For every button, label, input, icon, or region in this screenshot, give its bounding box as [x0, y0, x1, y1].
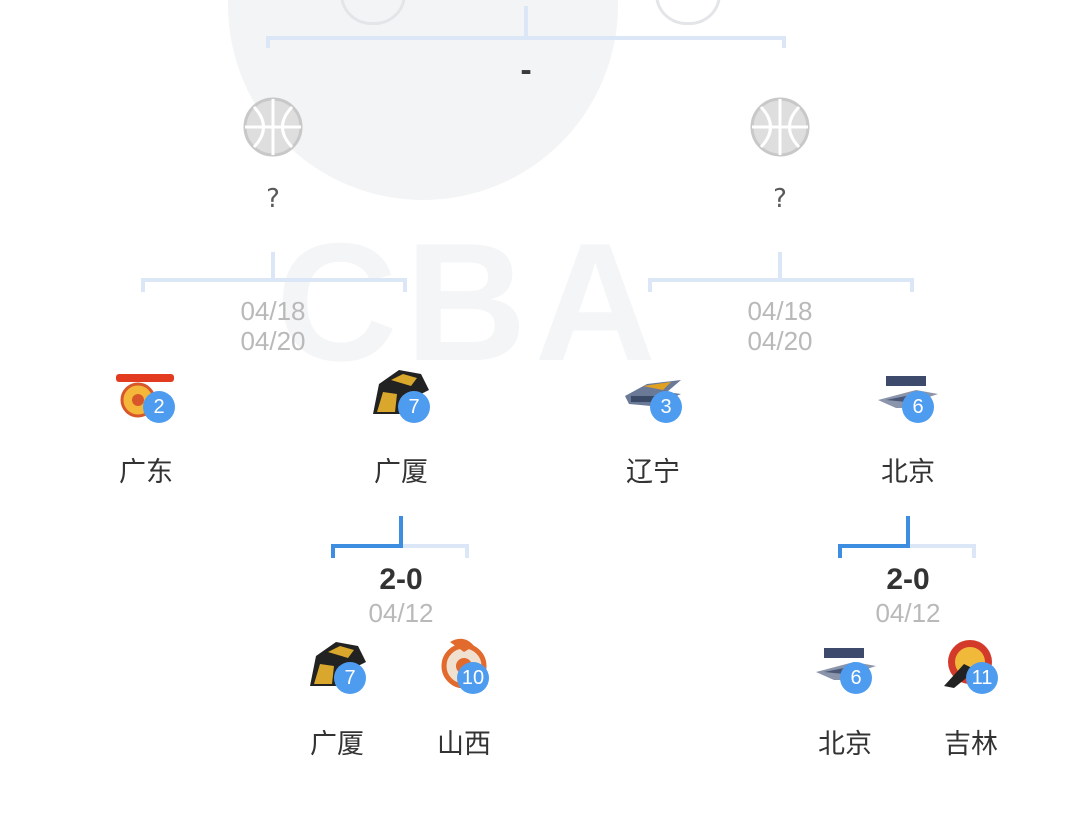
team-name: 山西: [437, 729, 491, 760]
seed-badge: 6: [902, 391, 934, 423]
team-name: 北京: [818, 729, 872, 760]
guangsha-lion-logo-icon: [310, 642, 366, 686]
team-name: 广东: [119, 457, 173, 488]
semi-right-date-2: 04/20: [747, 326, 813, 356]
r1-right-date: 04/12: [875, 598, 941, 628]
seed-badge: 7: [398, 391, 430, 423]
basketball-placeholder-icon[interactable]: [749, 96, 811, 158]
r1-right-stem: [906, 516, 910, 548]
r1-left-date: 04/12: [368, 598, 434, 628]
seed-badge: 7: [334, 662, 366, 694]
r1-left-score: 2-0: [379, 563, 423, 596]
seed-badge: 6: [840, 662, 872, 694]
team-name: 吉林: [944, 729, 998, 760]
seed-badge: 2: [143, 391, 175, 423]
final-score: -: [520, 54, 532, 87]
seed-badge: 10: [457, 662, 489, 694]
top-logo-right-partial: [655, 0, 721, 25]
semi-right-winner: ?: [773, 184, 787, 214]
guangsha-lion-logo-icon: [373, 370, 429, 414]
semi-right-date-1: 04/18: [747, 296, 813, 326]
semi-right-connector: [648, 278, 914, 282]
r1-left-winner-bar: [331, 544, 403, 548]
r1-right-score: 2-0: [886, 563, 930, 596]
team-name: 辽宁: [626, 457, 680, 488]
team-name: 北京: [881, 457, 935, 488]
final-connector-bar: [266, 36, 786, 40]
team-name: 广厦: [310, 729, 364, 760]
seed-badge: 3: [650, 391, 682, 423]
team-name: 广厦: [374, 457, 428, 488]
semi-left-winner: ?: [266, 184, 280, 214]
basketball-placeholder-icon[interactable]: [242, 96, 304, 158]
r1-left-stem: [399, 516, 403, 548]
final-connector-stem: [524, 6, 528, 38]
semi-left-date-1: 04/18: [240, 296, 306, 326]
watermark-logo: CBA: [276, 208, 664, 396]
semi-left-connector: [141, 278, 407, 282]
semi-left-date-2: 04/20: [240, 326, 306, 356]
r1-right-winner-bar: [838, 544, 910, 548]
seed-badge: 11: [966, 662, 998, 694]
